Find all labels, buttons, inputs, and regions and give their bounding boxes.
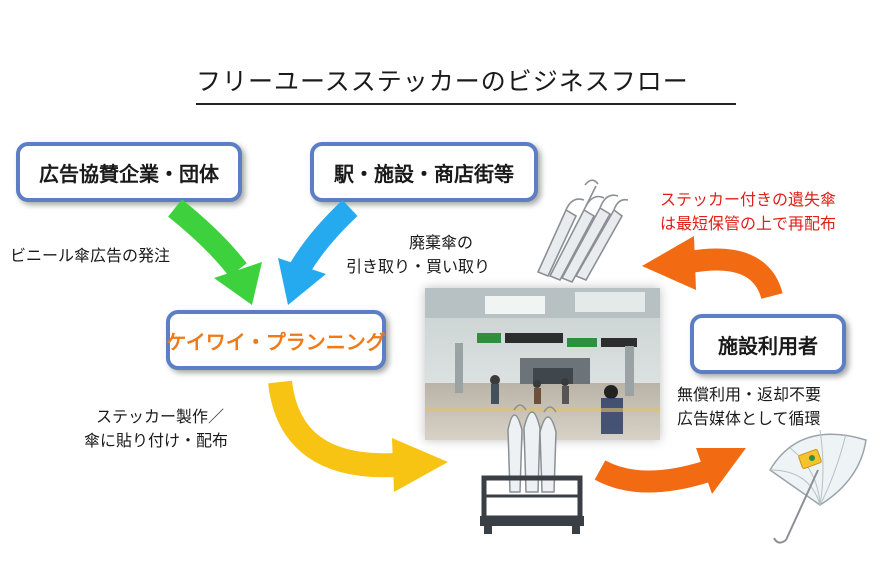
umbrella-bundle-icon <box>536 179 629 284</box>
station-box: 駅・施設・商店街等 <box>310 142 538 202</box>
collect-note: 廃棄傘の 引き取り・買い取り <box>346 231 490 279</box>
arrow-green <box>168 199 262 305</box>
station-photo <box>425 288 660 440</box>
page-title: フリーユースステッカーのビジネスフロー <box>196 62 736 105</box>
users-box-label: 施設利用者 <box>718 333 818 358</box>
users-box: 施設利用者 <box>690 314 846 374</box>
produce-note-line-2: 傘に貼り付け・配布 <box>84 431 229 450</box>
sponsor-box-label: 広告協賛企業・団体 <box>39 161 219 186</box>
lost-items-note: ステッカー付きの遺失傘 は最短保管の上で再配布 <box>660 188 836 236</box>
sponsor-box: 広告協賛企業・団体 <box>16 142 242 202</box>
collect-note-line-2: 引き取り・買い取り <box>346 257 491 276</box>
umbrella-stand-icon <box>480 404 584 534</box>
users-note-line-1: 無償利用・返却不要 <box>677 385 822 404</box>
users-note: 無償利用・返却不要 広告媒体として循環 <box>677 383 821 431</box>
arrow-yellow <box>268 380 448 492</box>
keiwai-box: ケイワイ・プランニング <box>166 310 386 370</box>
produce-note: ステッカー製作／ 傘に貼り付け・配布 <box>84 405 228 453</box>
arrow-blue <box>278 199 358 305</box>
station-box-label: 駅・施設・商店街等 <box>334 161 514 186</box>
collect-note-line-1: 廃棄傘の <box>409 233 474 252</box>
sponsor-order-note: ビニール傘広告の発注 <box>10 246 171 265</box>
lost-items-note-line-2: は最短保管の上で再配布 <box>660 214 837 233</box>
lost-items-note-line-1: ステッカー付きの遺失傘 <box>660 190 837 209</box>
users-note-line-2: 広告媒体として循環 <box>677 409 821 428</box>
arrow-orange-to-users <box>594 448 746 494</box>
produce-note-line-1: ステッカー製作／ <box>96 407 225 426</box>
keiwai-box-label: ケイワイ・プランニング <box>166 329 386 354</box>
arrow-orange-return <box>642 236 783 300</box>
clear-umbrella-icon <box>768 429 867 544</box>
